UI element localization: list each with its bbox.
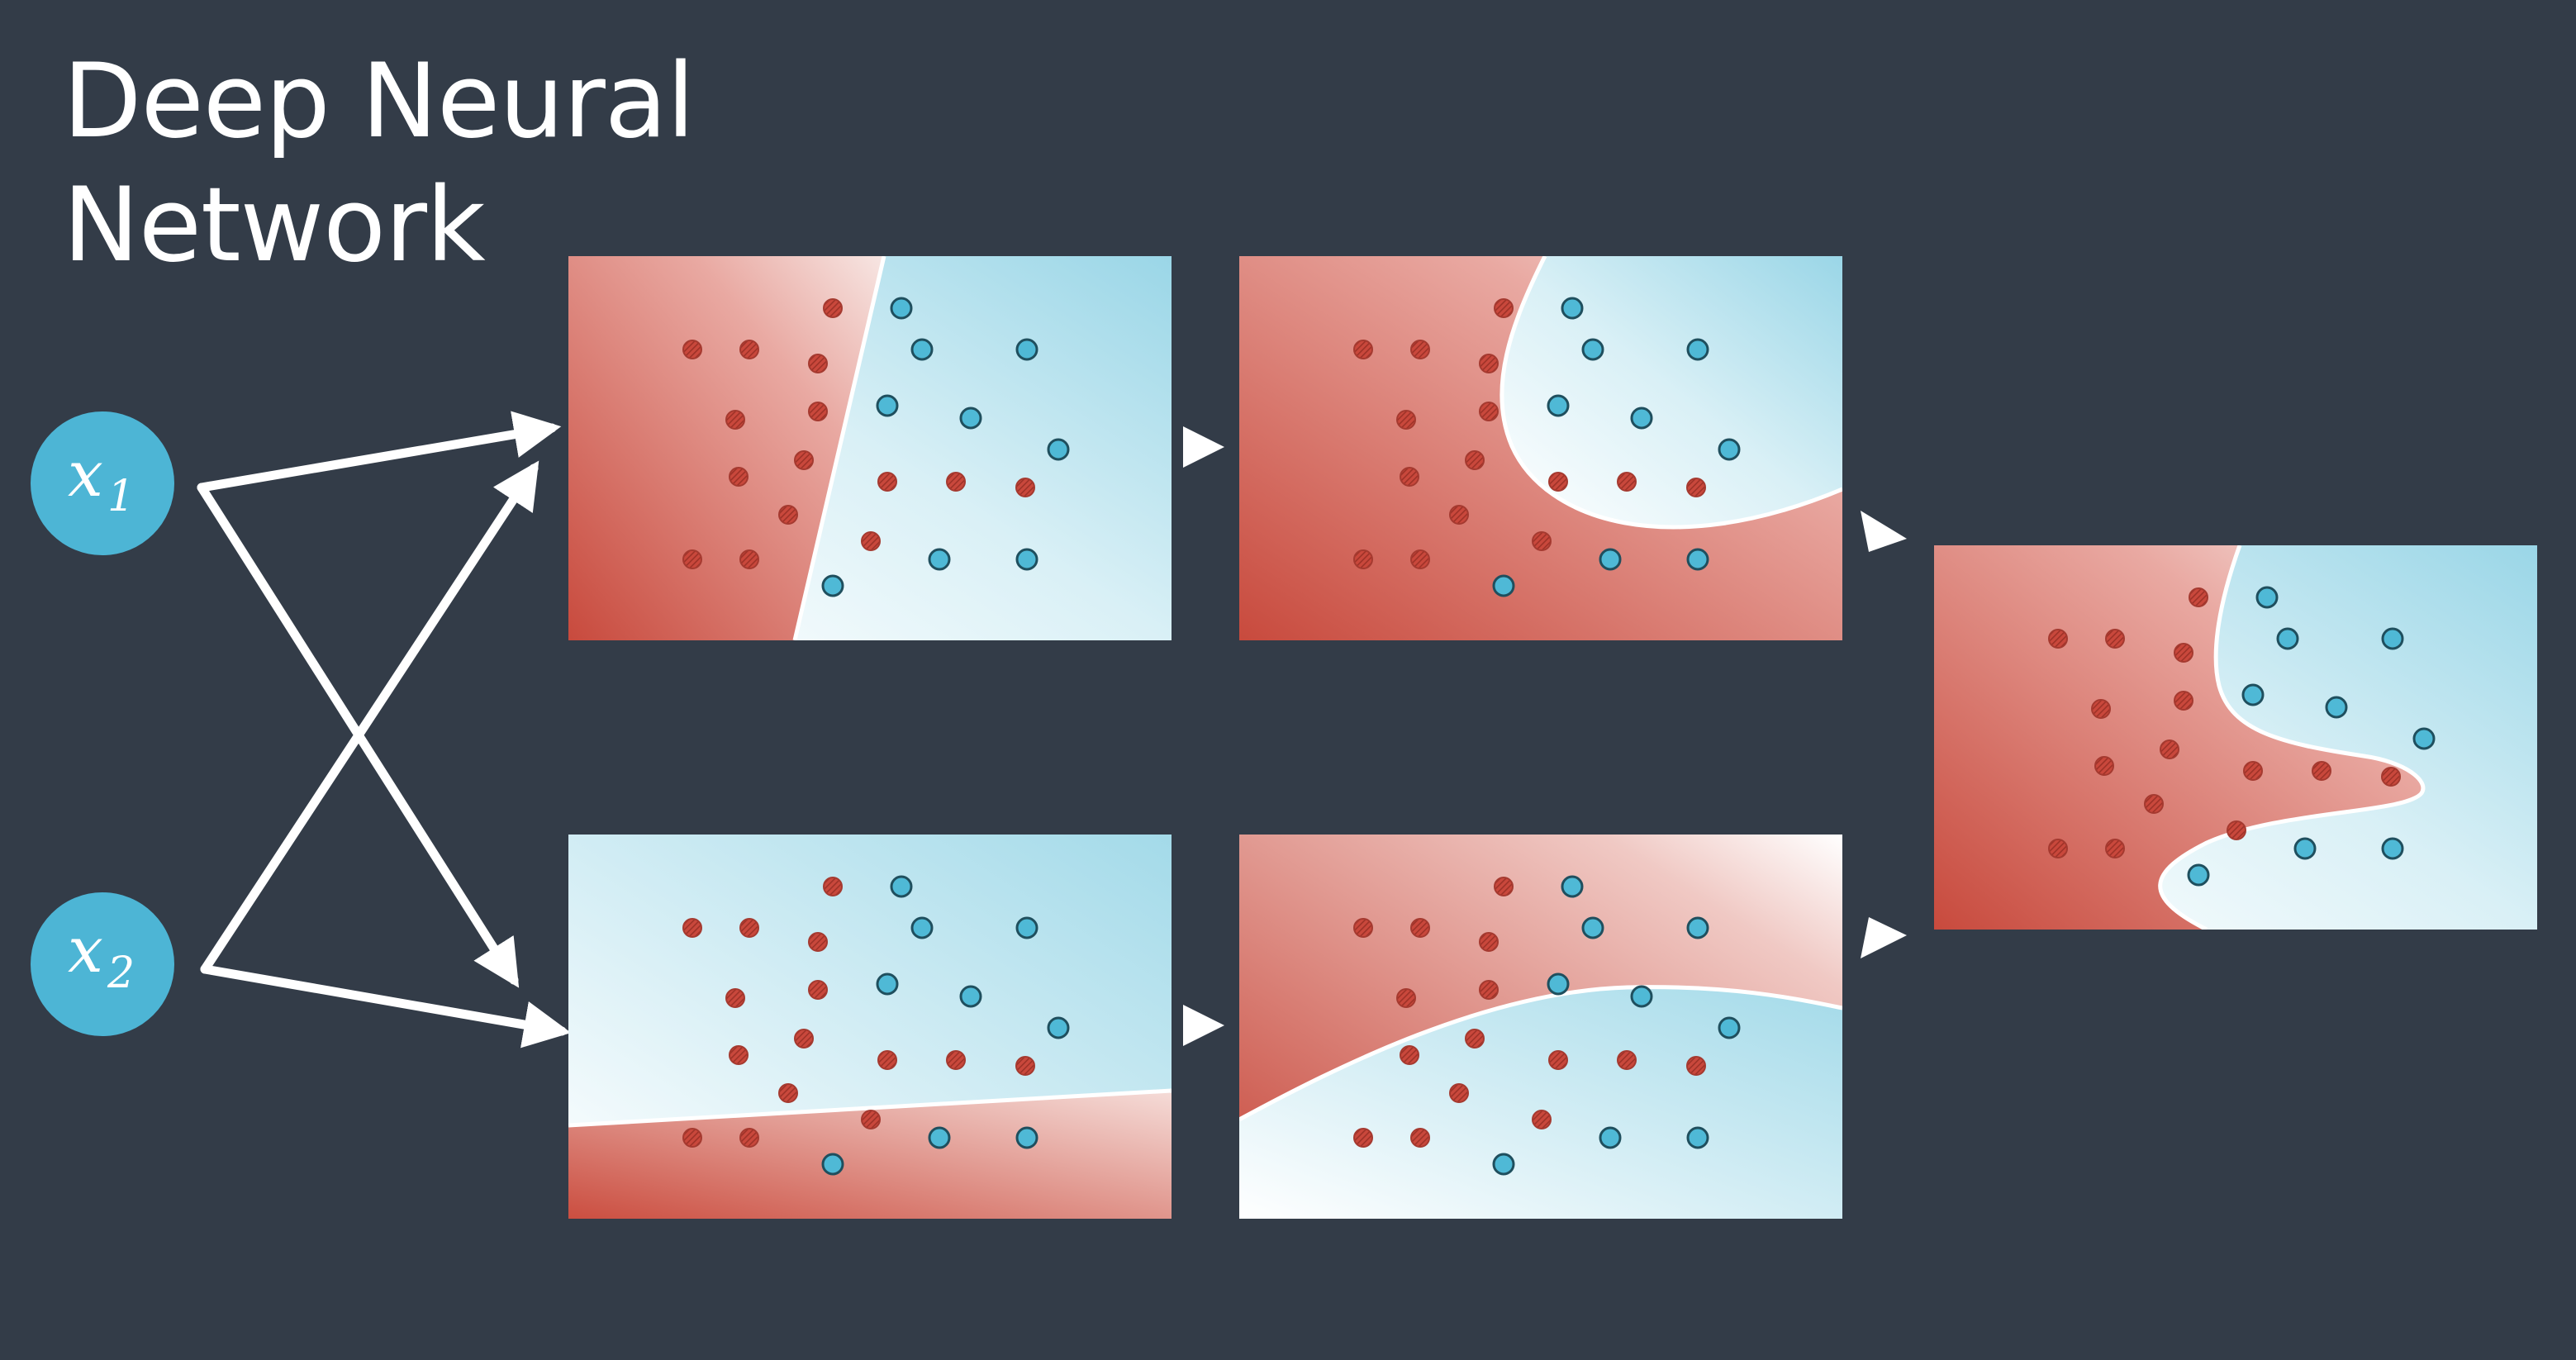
- x2-subscript: 2: [107, 949, 135, 998]
- panel-output: [1934, 545, 2537, 930]
- input-node-x1-circle: [31, 411, 174, 555]
- decision-boundary: [1239, 985, 1842, 1122]
- decision-boundary: [1499, 256, 1842, 530]
- panel-layer2-top: [1239, 256, 1842, 640]
- input-node-x1: x 1: [31, 411, 174, 555]
- panel-layer1-top: [568, 256, 1172, 640]
- arrow-bottom-l2-to-output: [1861, 917, 1907, 958]
- arrow-x2-to-bottom: [200, 964, 572, 1049]
- title-line-2: Network: [63, 166, 486, 285]
- slide-title: Deep Neural Network: [63, 40, 695, 288]
- panel-layer2-bottom: [1239, 835, 1842, 1219]
- panel-layer1-bottom: [568, 835, 1172, 1219]
- x2-symbol: x: [68, 913, 103, 987]
- title-line-1: Deep Neural: [63, 42, 695, 161]
- arrow-top-l1-to-l2: [1183, 426, 1224, 468]
- input-node-x2-circle: [31, 892, 174, 1036]
- arrow-x2-to-top: [200, 460, 539, 974]
- decision-boundary: [792, 256, 886, 640]
- x1-symbol: x: [68, 437, 103, 511]
- arrow-x1-to-top: [197, 411, 562, 492]
- input-connections: [197, 411, 572, 1049]
- decision-boundary: [568, 1088, 1172, 1128]
- input-node-x2: x 2: [31, 892, 174, 1036]
- layer-arrows: [1183, 426, 1907, 1046]
- arrow-top-l2-to-output: [1861, 511, 1907, 552]
- x1-subscript: 1: [107, 472, 135, 521]
- decision-boundary: [2158, 545, 2426, 930]
- arrow-bottom-l1-to-l2: [1183, 1005, 1224, 1046]
